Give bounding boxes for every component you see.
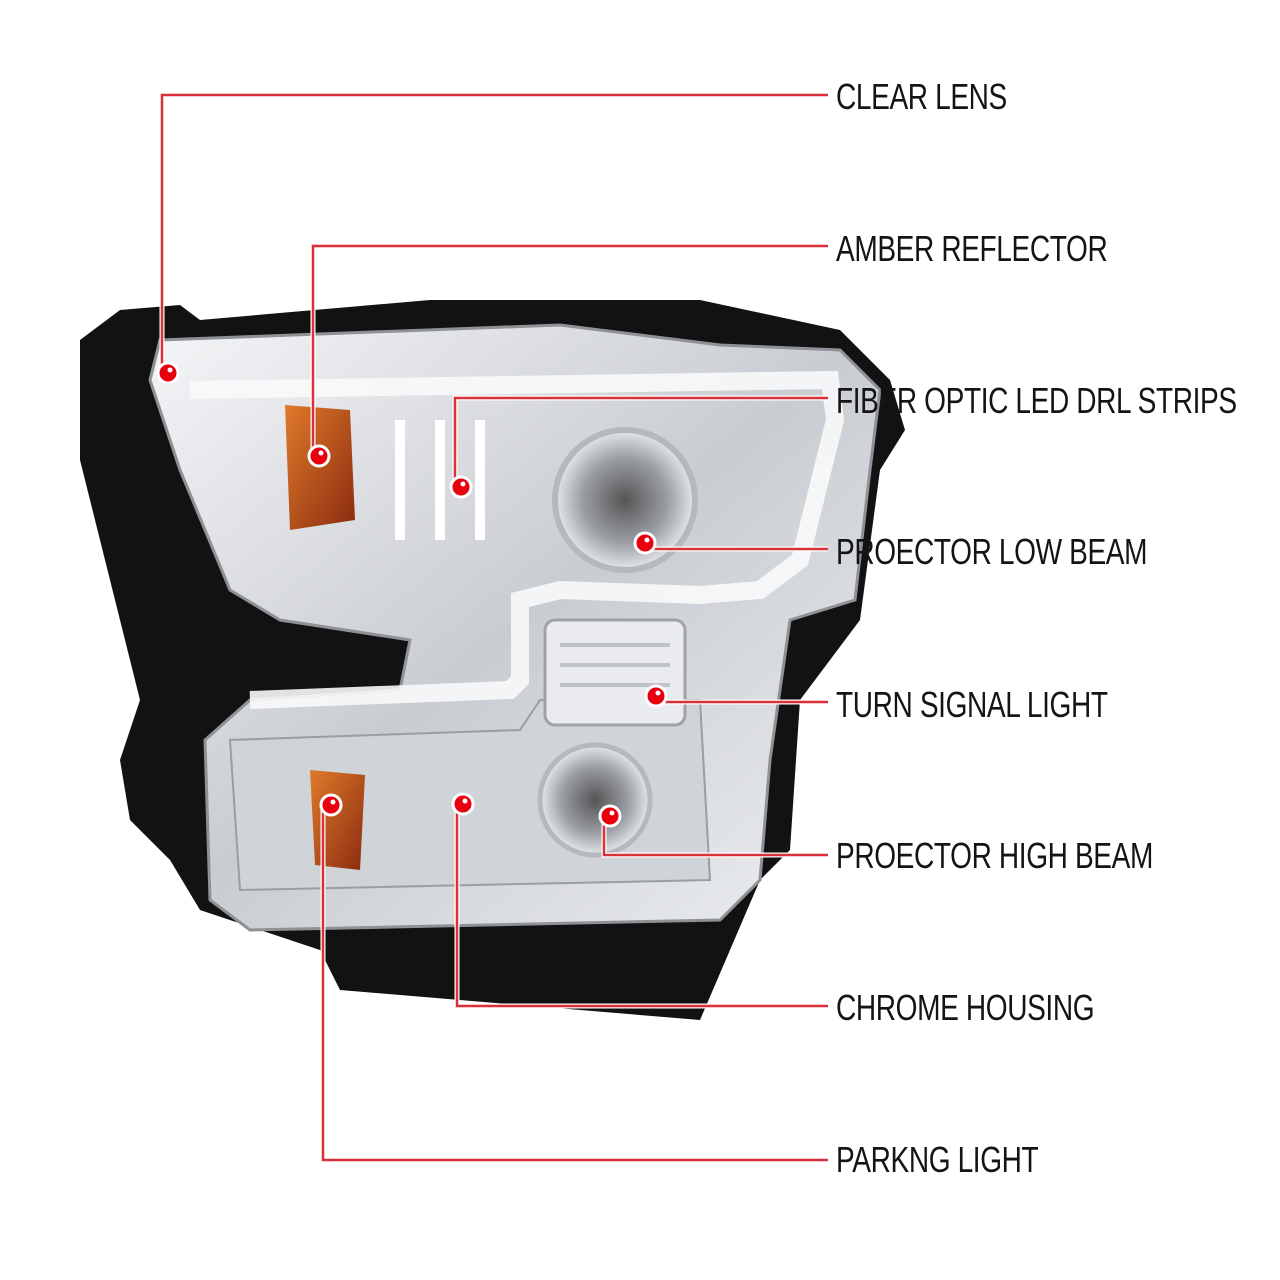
label-amber-reflector: AMBER REFLECTOR <box>836 228 1108 269</box>
callout-line-clear-lens <box>160 93 828 373</box>
callout-dot-turn-signal-light <box>644 684 668 708</box>
callout-dot-highlight <box>330 799 336 805</box>
callout-dots <box>156 361 668 828</box>
callout-line-parking-light <box>321 805 828 1162</box>
label-turn-signal-light: TURN SIGNAL LIGHT <box>836 684 1108 725</box>
callout-dot-chrome-housing <box>451 792 475 816</box>
callout-line-projector-high-beam <box>602 816 828 857</box>
high-beam-projector <box>537 742 653 858</box>
callout-dot-highlight <box>460 481 466 487</box>
callout-dot-highlight <box>609 810 615 816</box>
label-chrome-housing: CHROME HOUSING <box>836 987 1095 1028</box>
callout-lines <box>159 92 828 1163</box>
label-parking-light: PARKNG LIGHT <box>836 1139 1039 1180</box>
callout-dot-amber-reflector <box>307 444 331 468</box>
callout-dot-highlight <box>655 690 661 696</box>
turn-signal-ribs <box>560 643 670 687</box>
callout-dot-highlight <box>644 537 650 543</box>
callout-line-amber-reflector <box>311 244 828 456</box>
label-clear-lens: CLEAR LENS <box>836 76 1007 117</box>
callout-dot-highlight <box>318 450 324 456</box>
callout-dot-highlight <box>462 798 468 804</box>
callout-dot-parking-light <box>319 793 343 817</box>
lower-amber-reflector <box>310 770 365 870</box>
turn-signal-lens <box>543 618 687 727</box>
label-projector-low-beam: PROECTOR LOW BEAM <box>836 531 1148 572</box>
label-fiber-optic-led-drl-strips: FIBER OPTIC LED DRL STRIPS <box>836 380 1237 421</box>
callout-dot-highlight <box>167 367 173 373</box>
callout-dot-fiber-optic-led-drl-strips <box>449 475 473 499</box>
callout-line-chrome-housing <box>455 804 828 1008</box>
callout-dot-projector-low-beam <box>633 531 657 555</box>
callout-line-fiber-optic-led-drl-strips <box>453 396 828 487</box>
upper-amber-reflector <box>285 405 355 530</box>
fiber-optic-strips <box>395 420 485 540</box>
label-projector-high-beam: PROECTOR HIGH BEAM <box>836 835 1153 876</box>
callout-dot-projector-high-beam <box>598 804 622 828</box>
low-beam-projector <box>552 427 698 573</box>
callout-dot-clear-lens <box>156 361 180 385</box>
